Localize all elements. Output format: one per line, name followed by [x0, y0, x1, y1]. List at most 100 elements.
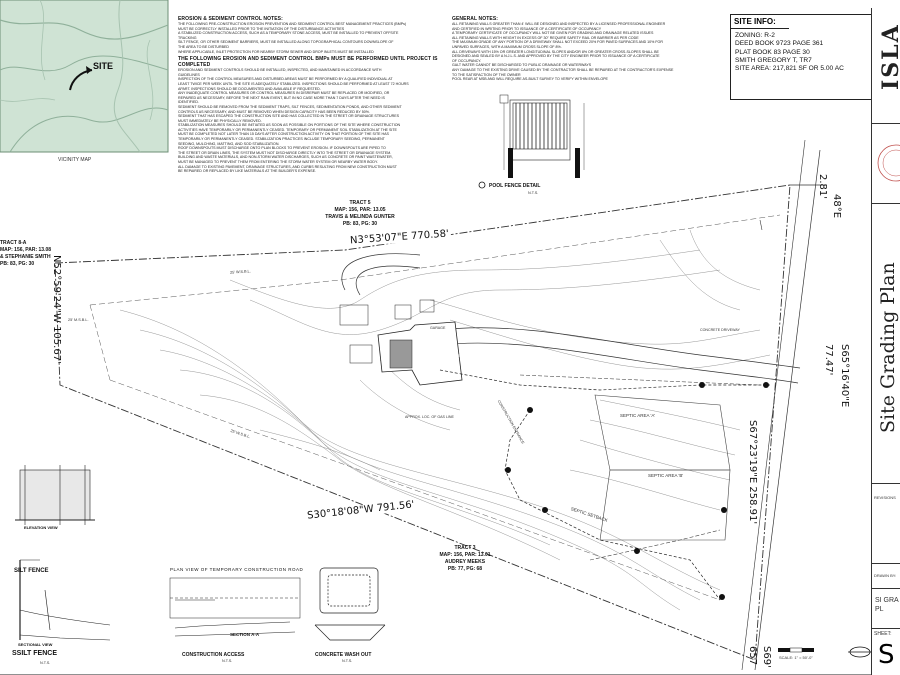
construction-access-nts: N.T.S.: [222, 659, 233, 663]
sheet-title-box: Site Grading Plan: [872, 203, 900, 484]
sheet-number-box: SHEET: S: [872, 628, 900, 675]
sheet-label: SHEET:: [874, 631, 892, 637]
note-line: REPAIRED AS NECESSARY, BEFORE THE NEXT R…: [178, 95, 385, 100]
note-line: IDENTIFIED.: [178, 100, 199, 105]
bearing-west: N52°59'24"W 105.67': [51, 255, 62, 364]
bearing-east-4b: 657: [747, 646, 758, 666]
tract-map-par: MAP: 156, PAR: 13.08: [0, 247, 52, 253]
construction-access-drawing: [169, 577, 301, 637]
note-line: ALL RETAINING WALLS WITH HEIGHT IN EXCES…: [452, 35, 639, 40]
note-line: MUST IMMEDIATELY BE PHYSICALLY REMOVED.: [178, 118, 262, 123]
note-line: UNPAVED SURFACES, WITH A MAXIMUM CROSS S…: [452, 44, 562, 49]
general-notes-title: GENERAL NOTES:: [452, 16, 499, 22]
drawn-by-box: DRAWN BY:: [872, 563, 900, 589]
concrete-washout-nts: N.T.S.: [342, 659, 353, 663]
silt-fence-nts: N.T.S.: [40, 661, 51, 665]
revisions-box: REVISIONS: [872, 483, 900, 564]
note-line: THE FOLLOWING PRE-CONSTRUCTION EROSION P…: [178, 22, 407, 26]
bearing-east-1: S65°16'40"E: [839, 344, 850, 408]
north-arrow: [848, 646, 872, 658]
construction-access-label: CONSTRUCTION ACCESS: [182, 652, 245, 658]
note-line: TRACKING: [178, 35, 197, 40]
tract-3-label: TRACT 3 MAP: 156, PAR: 13.01 AUDREY MEEK…: [420, 545, 510, 573]
note-line: SEDIMENT SHOULD BE REMOVED FROM THE SEDI…: [178, 104, 402, 109]
garage-label: GARAGE: [430, 326, 446, 330]
erosion-notes-title-2: THE FOLLOWING EROSION AND SEDIMENT CONTR…: [178, 56, 438, 69]
note-line: DESIGNED AND SEALED BY A N.J.L.S. AND AP…: [452, 54, 660, 59]
tract-plat: PB: 83, PG: 30: [0, 261, 35, 267]
tract-owner: & STEPHANIE SMITH: [0, 254, 51, 260]
pool-fence-label: POOL FENCE DETAIL: [489, 183, 541, 189]
bearing-east-3: 2.81': [817, 174, 828, 200]
note-line: AND CERTIFIED IN WRITING PRIOR TO ISSUAN…: [452, 26, 602, 31]
septic-areas: [519, 374, 761, 561]
concrete-washout-drawing: [314, 567, 386, 641]
note-line: MUST BE COMPLETED NOT LATER THAN 15 DAYS…: [178, 132, 389, 137]
concrete-washout-label: CONCRETE WASH OUT: [315, 652, 372, 658]
pool-fence-detail: [478, 94, 585, 189]
setback-lines: [89, 214, 781, 601]
bearing-east-2: S67°23'19"E 258.91': [747, 420, 758, 525]
note-line: SEDIMENT THAT HAS ESCAPED THE CONSTRUCTI…: [178, 114, 399, 119]
residence-label: PROPOSED RESIDENCE: [418, 354, 461, 358]
setback-label-3: 25' M.S.B.L.: [68, 318, 89, 322]
tract-owner: AUDREY MEEKS: [444, 559, 486, 565]
tract-plat: PB: 83, PG: 30: [342, 221, 378, 227]
tract-8a-label: TRACT 8-A MAP: 156, PAR: 13.08 & STEPHAN…: [0, 240, 55, 268]
engineer-stamp-box: [872, 123, 900, 204]
bearing-east-1b: 77.47': [823, 344, 834, 376]
septic-b-label: SEPTIC AREA 'B': [648, 473, 684, 478]
erosion-notes-title: EROSION & SEDIMENT CONTROL NOTES:: [178, 16, 283, 22]
note-line: INSPECTION OF THE CONTROL MEASURES AND D…: [178, 77, 393, 82]
site-info-line: DEED BOOK 9723 PAGE 361: [735, 40, 824, 48]
tract-plat: PB: 77, PG: 68: [447, 566, 483, 572]
note-line: ANY INADEQUATE CONTROL MEASURES OR CONTR…: [178, 91, 390, 96]
vicinity-map: [0, 0, 169, 153]
contour-lines: [119, 229, 771, 611]
plan-view-label: PLAN VIEW OF TEMPORARY CONSTRUCTION ROAD: [170, 567, 304, 572]
sheet-number: S: [878, 640, 895, 670]
erosion-notes-body: THE FOLLOWING PRE-CONSTRUCTION EROSION P…: [178, 22, 446, 54]
note-line: MUST BE MANAGED TO PREVENT THEM FROM ENT…: [178, 160, 378, 165]
site-info-box: SITE INFO: ZONING: R-2 DEED BOOK 9723 PA…: [730, 14, 872, 100]
note-line: SEEDING, MULCHING, MATTING, AND SOD STAB…: [178, 141, 280, 146]
gas-line-label: APPROX. LOC. OF GAS LINE: [405, 415, 454, 419]
tract-name: TRACT 5: [349, 200, 371, 206]
erosion-notes-body-2: EROSION AND SEDIMENT CONTROLS SHOULD BE …: [178, 68, 446, 174]
note-line: ROOF DOWNSPOUTS MUST DISCHARGE ONTO PLAN…: [178, 146, 386, 151]
site-info-line: SITE AREA: 217,821 SF OR 5.00 AC: [735, 65, 844, 73]
drawn-by-label: DRAWN BY:: [874, 573, 897, 578]
note-line: GALT WATER CANNOT BE DISCHARGED TO PUBLI…: [452, 63, 592, 68]
general-notes-body: ALL RETAINING WALLS GREATER THAN 4' WILL…: [452, 22, 710, 82]
note-line: EROSION AND SEDIMENT CONTROLS SHOULD BE …: [178, 68, 382, 73]
note-line: APART. INSPECTIONS SHOULD BE DOCUMENTED …: [178, 86, 321, 91]
note-line: WHERE APPLICABLE, INLET PROTECTION FOR N…: [178, 49, 374, 54]
note-line: TO THE SATISFACTION OF THE OWNER: [452, 72, 521, 77]
note-line: A TEMPORARY CERTIFICATE OF OCCUPANCY WIL…: [452, 31, 654, 36]
elevation-view-label: ELEVATION VIEW: [24, 525, 58, 530]
septic-a-label: SEPTIC AREA 'A': [620, 413, 656, 418]
vicinity-site-label: SITE: [93, 61, 114, 71]
driveway: [341, 253, 801, 384]
note-line: BUILDING AND WASTE MATERIALS, AND NON-ST…: [178, 155, 393, 160]
bearing-east-4: S69': [761, 646, 772, 668]
silt-fence-line: [439, 369, 770, 601]
tract-name: TRACT 8-A: [0, 240, 27, 246]
note-line: BE REPAIRED OR REPLACED BY LIKE MATERIAL…: [178, 169, 317, 174]
property-boundary: [54, 139, 827, 671]
note-line: GUIDELINES: [178, 72, 200, 77]
note-line: THE STREET OR DRAIN LINES, THE SYSTEM MU…: [178, 150, 392, 155]
silt-fence-label: SILT FENCE: [14, 568, 49, 574]
tract-5-label: TRACT 5 MAP: 156, PAR: 13.05 TRAVIS & ME…: [300, 200, 420, 228]
vicinity-map-caption: VICINITY MAP: [58, 157, 92, 163]
sheet-title: Site Grading Plan: [877, 262, 899, 433]
tract-owner: TRAVIS & MELINDA GUNTER: [325, 214, 395, 220]
note-line: CONTROLS AS NECESSARY, AND MUST BE REMOV…: [178, 109, 370, 114]
tract-map-par: MAP: 156, PAR: 13.01: [439, 552, 491, 558]
pool-fence-scale: N.T.S.: [528, 191, 539, 195]
note-line: ANY DAMAGE TO THE EXISTING DRIVE CAUSED …: [452, 67, 674, 72]
note-line: LEAST TWICE PER WEEK UNTIL THE SITE IS A…: [178, 81, 409, 86]
note-line: A STABILIZED CONSTRUCTION ACCESS, SUCH A…: [178, 31, 399, 36]
sectional-view-label: SECTIONAL VIEW: [18, 642, 53, 647]
